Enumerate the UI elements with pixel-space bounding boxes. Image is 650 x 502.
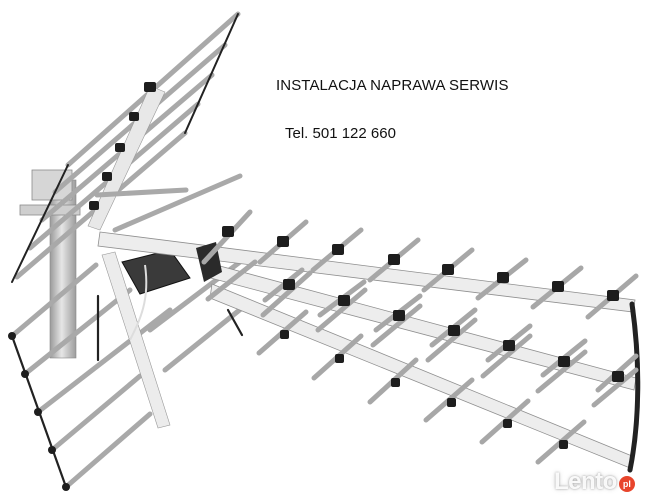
directors-lower <box>256 309 587 465</box>
watermark-text: Lento <box>554 468 617 495</box>
phone-number: Tel. 501 122 660 <box>285 125 396 142</box>
lento-watermark: Lento pl <box>554 468 635 496</box>
amplifier-box <box>121 249 191 341</box>
directors-upper <box>201 209 639 320</box>
directors-middle <box>205 259 639 408</box>
watermark-pl-badge-icon: pl <box>618 476 635 492</box>
headline-text: INSTALACJA NAPRAWA SERWIS <box>276 77 509 94</box>
lower-reflector <box>8 173 245 491</box>
